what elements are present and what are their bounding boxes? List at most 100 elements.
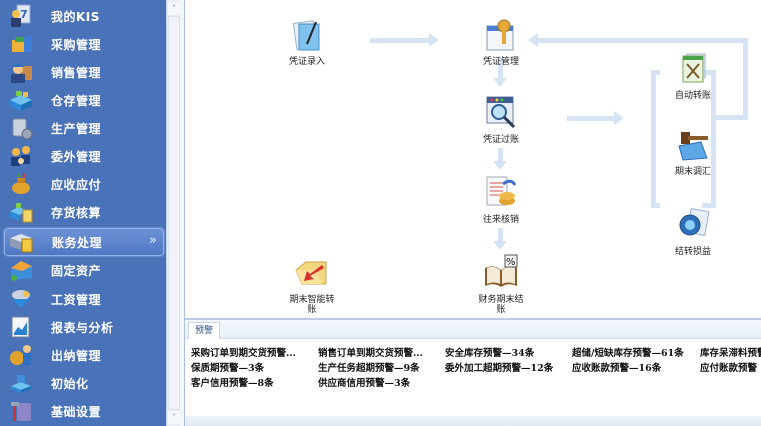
- alert-item[interactable]: 安全库存预警—34条: [445, 348, 535, 359]
- sidebar-item-label: 基础设置: [51, 405, 102, 419]
- flow-arrow-posting-to-reconciliation: [498, 148, 503, 162]
- sidebar-item-fixed-assets[interactable]: 固定资产: [4, 257, 162, 283]
- chevron-right-icon: »: [149, 233, 157, 248]
- scroll-down-button[interactable]: ˅: [168, 411, 180, 424]
- node-label: 结转损益: [674, 247, 711, 257]
- flow-arrow-reconciliation-to-close: [498, 228, 503, 242]
- sidebar-item-label: 初始化: [51, 377, 89, 391]
- node-period-end-close[interactable]: % 财务期末结账: [461, 254, 541, 315]
- sidebar-item-inventory-accounting[interactable]: 存货核算: [4, 199, 162, 225]
- node-profit-loss-transfer[interactable]: 结转损益: [653, 206, 733, 257]
- node-auto-transfer[interactable]: 自动转账: [653, 50, 733, 101]
- sidebar-item-report[interactable]: 报表与分析: [4, 314, 162, 340]
- sidebar-item-label: 委外管理: [51, 150, 102, 164]
- alert-item[interactable]: 供应商信用预警—3条: [318, 378, 411, 389]
- node-label: 期末调汇: [674, 167, 711, 177]
- scroll-up-button[interactable]: ˄: [168, 2, 180, 15]
- node-label: 凭证录入: [288, 57, 325, 67]
- alert-item[interactable]: 委外加工超期预警—12条: [445, 363, 554, 374]
- initialize-icon: [11, 375, 31, 393]
- node-period-adjust[interactable]: 期末调汇: [653, 126, 733, 177]
- sidebar-item-receivable-payable[interactable]: 应收应付: [4, 171, 162, 197]
- node-label: 凭证管理: [482, 57, 519, 67]
- bracket-left-top: [651, 70, 660, 75]
- flow-loop-link: [715, 115, 748, 120]
- node-label: 期末智能转账: [289, 295, 335, 315]
- sidebar-item-warehouse[interactable]: 仓存管理: [4, 87, 162, 113]
- node-reconciliation[interactable]: 往来核销: [461, 174, 541, 225]
- sidebar-item-sales[interactable]: 销售管理: [4, 59, 162, 85]
- tab-alerts[interactable]: 预警: [188, 322, 221, 339]
- alert-item[interactable]: 采购订单到期交货预警...: [191, 348, 296, 359]
- sidebar-item-cashier[interactable]: 出纳管理: [4, 342, 162, 368]
- panel-splitter[interactable]: [180, 0, 185, 426]
- sidebar-item-outsourcing[interactable]: 委外管理: [4, 143, 162, 169]
- node-voucher-entry[interactable]: 凭证录入: [267, 16, 347, 67]
- sidebar-item-label: 固定资产: [51, 264, 102, 278]
- basic-settings-icon: [11, 402, 31, 421]
- alert-item[interactable]: 应收账款预警—16条: [572, 363, 662, 374]
- sales-icon: [11, 63, 32, 83]
- sidebar-nav: 7 我的KIS 采购管理 销售管理 仓存管理 生产管理 委外管理 应收应付 存货…: [0, 0, 166, 426]
- alerts-tabbar: 预警: [185, 320, 761, 339]
- alerts-footer: [185, 416, 761, 426]
- arrow-down-icon: [493, 78, 507, 87]
- alert-item[interactable]: 生产任务超期预警—9条: [318, 363, 420, 374]
- voucher-management-icon: [486, 19, 514, 51]
- alerts-panel: 预警 采购订单到期交货预警... 销售订单到期交货预警... 安全库存预警—34…: [185, 320, 761, 426]
- svg-text:7: 7: [20, 8, 28, 21]
- outsourcing-icon: [11, 146, 30, 166]
- node-voucher-management[interactable]: 凭证管理: [461, 16, 541, 67]
- smart-transfer-icon: [295, 261, 327, 285]
- sidebar-item-my-kis[interactable]: 7 我的KIS: [4, 3, 162, 29]
- node-smart-transfer[interactable]: 期末智能转账: [272, 254, 352, 315]
- sidebar-item-payroll[interactable]: 工资管理: [4, 286, 162, 312]
- alert-item[interactable]: 库存呆滞料预警: [700, 348, 761, 359]
- purchase-icon: [12, 35, 32, 52]
- cashier-icon: [10, 345, 31, 365]
- node-label: 自动转账: [674, 91, 711, 101]
- sidebar-item-purchase[interactable]: 采购管理: [4, 31, 162, 57]
- alert-item[interactable]: 保质期预警—3条: [191, 363, 265, 374]
- sidebar-item-label: 销售管理: [51, 66, 102, 80]
- my-kis-icon: 7: [11, 4, 31, 27]
- flow-arrow-management-to-posting: [498, 58, 503, 78]
- production-icon: [12, 118, 33, 140]
- sidebar-item-label: 应收应付: [51, 178, 102, 192]
- bracket-right-bottom: [702, 203, 716, 208]
- flow-loop-top: [538, 38, 748, 43]
- sidebar-item-label: 采购管理: [51, 38, 102, 52]
- sidebar-item-accounting[interactable]: 账务处理 »: [4, 228, 164, 256]
- alert-item[interactable]: 应付账款预警: [700, 363, 758, 374]
- voucher-entry-icon: [292, 20, 320, 51]
- alert-item[interactable]: 客户信用预警—8条: [191, 378, 274, 389]
- arrow-right-icon: [614, 111, 624, 125]
- bracket-left: [651, 70, 656, 208]
- node-voucher-posting[interactable]: 凭证过账: [461, 94, 541, 145]
- sidebar-item-label: 账务处理: [52, 236, 103, 250]
- receivable-payable-icon: [12, 173, 30, 194]
- sidebar-item-label: 生产管理: [51, 122, 102, 136]
- arrow-left-icon: [528, 33, 538, 47]
- scrollbar-thumb[interactable]: [168, 16, 180, 410]
- sidebar-item-label: 出纳管理: [51, 349, 102, 363]
- alert-item[interactable]: 超储/短缺库存预警—61条: [572, 348, 684, 359]
- auto-transfer-icon: [682, 53, 706, 83]
- payroll-icon: [12, 290, 30, 307]
- flow-loop-right: [743, 38, 748, 120]
- sidebar-item-initialize[interactable]: 初始化: [4, 370, 162, 396]
- voucher-posting-icon: [486, 96, 516, 129]
- sidebar-item-production[interactable]: 生产管理: [4, 115, 162, 141]
- warehouse-icon: [10, 91, 32, 111]
- node-label: 往来核销: [482, 215, 519, 225]
- alert-item[interactable]: 销售订单到期交货预警...: [318, 348, 423, 359]
- fixed-assets-icon: [11, 261, 32, 281]
- arrow-down-icon: [493, 241, 507, 250]
- flow-arrow-posting-to-period-end: [567, 116, 615, 121]
- accounting-icon: [10, 234, 33, 253]
- sidebar-item-basic-settings[interactable]: 基础设置: [4, 398, 162, 424]
- sidebar-scrollbar[interactable]: ˄ ˅: [166, 0, 182, 426]
- sidebar-item-label: 仓存管理: [51, 94, 102, 108]
- bracket-right-top: [702, 70, 716, 75]
- inventory-accounting-icon: [10, 203, 33, 223]
